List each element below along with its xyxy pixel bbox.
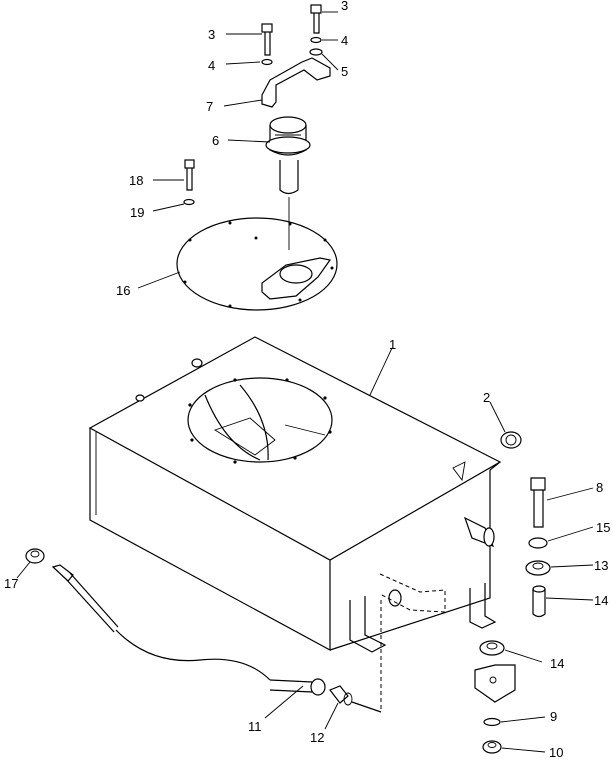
callout-11: 11 — [248, 719, 262, 734]
leader-lines — [16, 11, 594, 753]
callout-labels: 3 3 4 4 5 7 6 18 19 16 1 2 8 15 13 14 14… — [4, 0, 610, 760]
mount-washer — [528, 537, 548, 549]
cover-bolt — [183, 159, 195, 206]
hose-assembly — [25, 548, 382, 713]
callout-10: 10 — [549, 745, 563, 760]
bolt-right — [309, 4, 323, 56]
callout-9: 9 — [550, 709, 557, 724]
callout-13: 17 — [4, 576, 18, 591]
callout-8: 8 — [596, 480, 603, 495]
callout-7: 7 — [206, 99, 213, 114]
callout-3-left: 3 — [208, 27, 215, 42]
callout-18: 18 — [129, 173, 143, 188]
callout-19: 19 — [130, 205, 144, 220]
callout-3-right: 3 — [341, 0, 348, 13]
callout-14-upper: 13 — [594, 558, 608, 573]
callout-15: 14 — [594, 593, 608, 608]
mount-lock-washer — [483, 717, 501, 727]
mount-cushion-lower — [479, 640, 505, 656]
callout-1: 1 — [389, 337, 396, 352]
mount-sleeve — [532, 585, 546, 618]
callout-5: 5 — [341, 64, 348, 79]
bolt-left — [261, 23, 273, 66]
mounting-bracket — [261, 57, 331, 108]
callout-12: 12 — [310, 730, 324, 745]
tank-body — [88, 336, 502, 712]
callout-6: 6 — [212, 133, 219, 148]
callout-14-lower: 14 — [550, 656, 564, 671]
cover-bolt-dots — [183, 221, 334, 308]
callout-4-right: 4 — [341, 33, 348, 48]
mount-nut — [482, 740, 502, 754]
mount-bolt — [530, 477, 546, 528]
mount-bracket-lower — [474, 664, 516, 703]
callout-17: 16 — [116, 283, 130, 298]
callout-16: 15 — [596, 520, 610, 535]
callout-2: 2 — [483, 390, 490, 405]
cover-plate — [176, 217, 338, 311]
opening-bolt-dots — [188, 378, 332, 464]
mount-cushion-upper — [525, 560, 551, 576]
strainer-assembly — [265, 116, 311, 250]
cap-part — [500, 431, 522, 449]
callout-4-left: 4 — [208, 58, 215, 73]
